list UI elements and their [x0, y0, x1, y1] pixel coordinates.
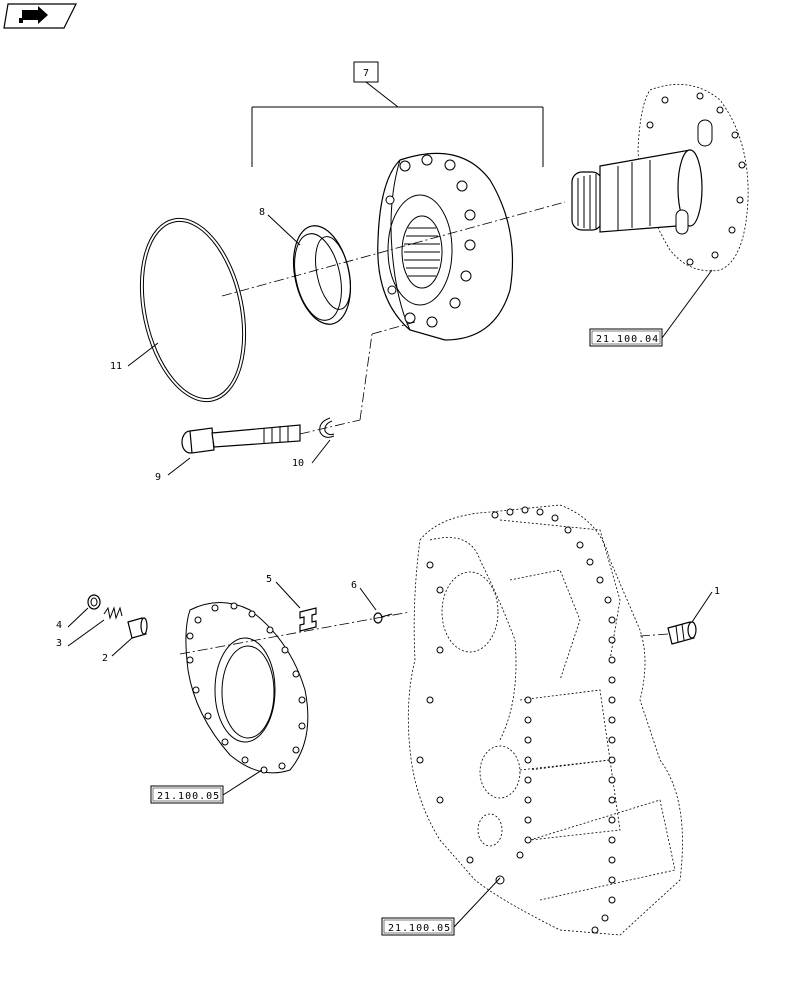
reference-pump-label: 21.100.04 [596, 334, 659, 345]
callout-2: 2 [102, 653, 108, 664]
callout-10: 10 [292, 458, 304, 469]
stator-shaft-part [571, 84, 749, 272]
housing-bolt-chain [491, 506, 616, 934]
reference-cover-label: 21.100.05 [157, 791, 220, 802]
next-page-arrow-icon[interactable] [3, 3, 77, 29]
callout-9: 9 [155, 472, 161, 483]
clip-part [299, 607, 317, 632]
callout-6: 6 [351, 580, 357, 591]
callout-7: 7 [363, 68, 369, 79]
cap-part [87, 594, 101, 610]
bolt-part [181, 424, 301, 454]
cover-plate-part [185, 602, 309, 774]
reference-housing-label: 21.100.05 [388, 923, 451, 934]
o-ring-part [139, 217, 247, 403]
callout-7-bracket [251, 61, 544, 167]
callout-11: 11 [110, 361, 122, 372]
breather-part [667, 621, 697, 645]
callout-3: 3 [56, 638, 62, 649]
transmission-housing-part [407, 504, 683, 936]
retaining-ring-part [319, 417, 335, 438]
callout-5: 5 [266, 574, 272, 585]
pump-housing-part [377, 152, 514, 341]
callout-8: 8 [259, 207, 265, 218]
reference-box-cover[interactable] [150, 785, 224, 804]
reference-box-pump[interactable] [589, 328, 663, 347]
seal-ring-part [293, 225, 351, 325]
callout-1: 1 [714, 586, 720, 597]
plug-part [127, 617, 148, 639]
callout-4: 4 [56, 620, 62, 631]
spring-part [103, 606, 123, 620]
